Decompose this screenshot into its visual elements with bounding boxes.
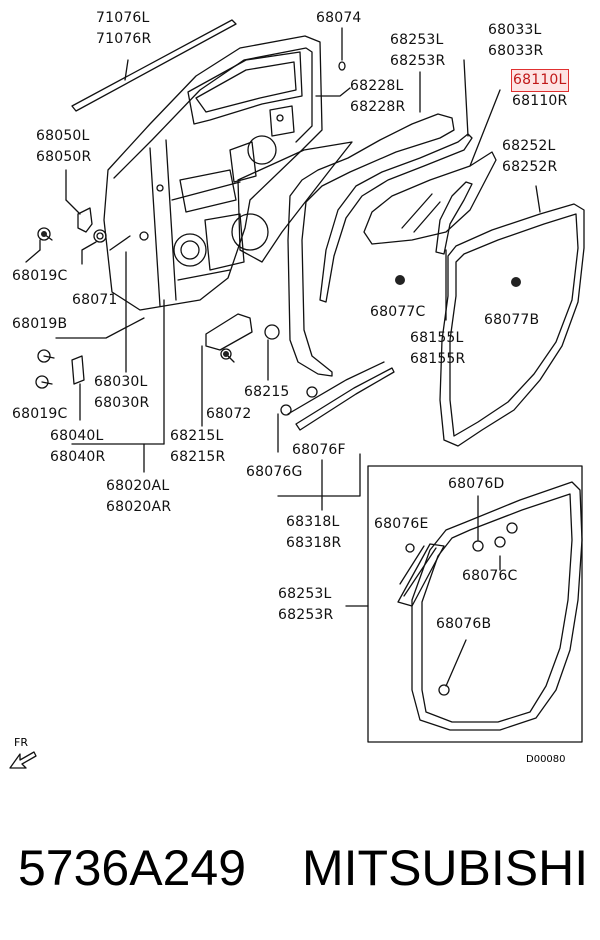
label-68110-l-highlighted: 68110L — [511, 69, 569, 92]
label-68076C-text: 68076C — [462, 568, 518, 584]
label-68040-l: 68040L — [50, 428, 104, 444]
label-68318-l: 68318L — [286, 514, 340, 530]
label-68076B-text: 68076B — [436, 616, 492, 632]
label-68077C: 68077C — [370, 302, 426, 323]
label-68033: 68033L 68033R — [488, 20, 543, 62]
label-68050: 68050L 68050R — [36, 126, 91, 168]
label-68077B: 68077B — [484, 310, 539, 331]
brand-name: MITSUBISHI — [302, 840, 589, 896]
label-68040: 68040L 68040R — [50, 426, 105, 468]
label-68019C-bottom-text: 68019C — [12, 406, 68, 422]
label-68033-l: 68033L — [488, 22, 542, 38]
sealing-sheet-68228 — [237, 141, 353, 263]
label-68019B-text: 68019B — [12, 316, 68, 332]
label-68019C-top-text: 68019C — [12, 268, 68, 284]
label-68076F-text: 68076F — [292, 442, 346, 458]
front-direction-arrow — [9, 751, 37, 769]
front-direction-label: FR — [14, 736, 28, 749]
weatherstrip-68252 — [439, 185, 585, 447]
label-68030-l: 68030L — [94, 374, 148, 390]
label-68076C: 68076C — [462, 566, 518, 587]
screw-68019C-top — [37, 227, 53, 251]
label-71076-r: 71076R — [96, 31, 152, 47]
label-68076G-text: 68076G — [246, 464, 303, 480]
label-68110-r: 68110R — [512, 93, 568, 109]
label-68072: 68072 — [206, 404, 252, 425]
door-panel — [103, 35, 323, 311]
label-68253-bottom-l: 68253L — [278, 586, 332, 602]
label-68155: 68155L 68155R — [410, 328, 465, 370]
label-68071-text: 68071 — [72, 292, 118, 308]
label-68215: 68215 — [244, 382, 290, 403]
label-71076: 71076L 71076R — [96, 8, 151, 50]
diagram-drawing — [9, 19, 585, 769]
label-68253-bottom-r: 68253R — [278, 607, 334, 623]
detail-inset-box — [367, 465, 583, 743]
parts-diagram: 71076L 71076R 68074 68253L 68253R 68033L… — [9, 8, 585, 769]
regulator-68215 — [205, 313, 280, 381]
plug-68074 — [338, 61, 346, 71]
grommet-68071 — [93, 229, 107, 243]
label-68076B: 68076B — [436, 614, 491, 635]
moulding-strip-71076 — [71, 19, 237, 112]
label-68030-r: 68030R — [94, 395, 150, 411]
hinge-68040 — [71, 355, 85, 385]
label-68253-top: 68253L 68253R — [390, 30, 445, 72]
label-68076G: 68076G — [246, 462, 303, 483]
label-68040-r: 68040R — [50, 449, 106, 465]
screw-68019B — [37, 349, 55, 363]
door-glass-68110 — [363, 89, 501, 245]
label-68215L: 68215L — [170, 428, 224, 444]
label-68019C-top: 68019C — [12, 266, 68, 287]
label-68077C-text: 68077C — [370, 304, 426, 320]
label-68318-r: 68318R — [286, 535, 342, 551]
label-68050-l: 68050L — [36, 128, 90, 144]
label-68020AR: 68020AR — [106, 499, 172, 515]
label-68252: 68252L 68252R — [502, 136, 557, 178]
bracket-68050 — [77, 207, 93, 233]
label-68318: 68318L 68318R — [286, 512, 341, 554]
label-68253-top-r: 68253R — [390, 53, 446, 69]
channel-68155 — [435, 181, 473, 255]
label-68030: 68030L 68030R — [94, 372, 149, 414]
label-68253-bottom: 68253L 68253R — [278, 584, 333, 626]
label-68228-l: 68228L — [350, 78, 404, 94]
footer-caption: 5736A249 MITSUBISHI — [10, 838, 600, 898]
label-68228-r: 68228R — [350, 99, 406, 115]
label-68019B: 68019B — [12, 314, 67, 335]
label-68076E-text: 68076E — [374, 516, 429, 532]
label-68215LR: 68215L 68215R — [170, 426, 225, 468]
label-68155-r: 68155R — [410, 351, 466, 367]
label-68033-r: 68033R — [488, 43, 544, 59]
run-channel-68033 — [319, 59, 473, 303]
label-68076D: 68076D — [448, 474, 505, 495]
glass-run-68253 — [287, 71, 455, 377]
inset-weatherstrip — [397, 481, 583, 731]
label-71076-l: 71076L — [96, 10, 150, 26]
label-68076D-text: 68076D — [448, 476, 505, 492]
label-68020AL: 68020AL — [106, 478, 170, 494]
label-68252-r: 68252R — [502, 159, 558, 175]
label-68076E: 68076E — [374, 514, 429, 535]
label-68020A: 68020AL 68020AR — [106, 476, 171, 518]
belt-moulding-68318 — [280, 361, 395, 431]
label-68071: 68071 — [72, 290, 118, 311]
label-68050-r: 68050R — [36, 149, 92, 165]
label-68076F: 68076F — [292, 440, 346, 461]
label-68072-text: 68072 — [206, 406, 252, 422]
label-68110: 68110L 68110R — [511, 69, 569, 112]
label-68228: 68228L 68228R — [350, 76, 405, 118]
screw-68019C-bottom — [35, 375, 53, 389]
label-68253-top-l: 68253L — [390, 32, 444, 48]
part-number: 5736A249 — [18, 840, 247, 896]
label-68252-l: 68252L — [502, 138, 556, 154]
label-68019C-bottom: 68019C — [12, 404, 68, 425]
label-68215R: 68215R — [170, 449, 226, 465]
label-68074: 68074 — [316, 8, 362, 29]
label-68077B-text: 68077B — [484, 312, 540, 328]
label-68074-text: 68074 — [316, 10, 362, 26]
diagram-code: D00080 — [526, 754, 566, 765]
label-68215-text: 68215 — [244, 384, 290, 400]
label-68155-l: 68155L — [410, 330, 464, 346]
